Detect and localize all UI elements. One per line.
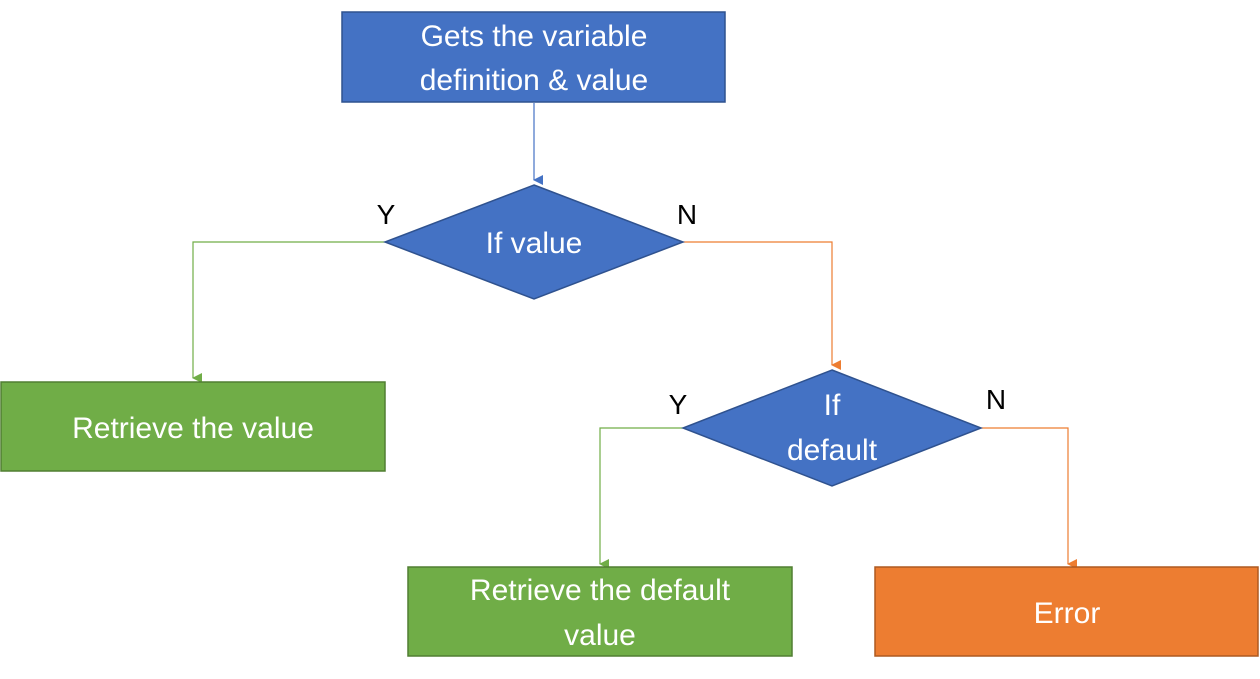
decision-if-default: If default <box>680 369 984 487</box>
retrieve-value-label: Retrieve the value <box>72 412 314 445</box>
edge-if-default-yes <box>599 427 683 569</box>
edge-label-if-value-yes: Y <box>377 199 396 230</box>
decision-if-default-line-2: default <box>787 434 878 467</box>
start-node-line-1: Gets the variable <box>421 20 648 53</box>
edge-if-value-no <box>683 241 841 370</box>
start-node: Gets the variable definition & value <box>341 11 726 103</box>
edge-label-if-value-no: N <box>677 199 697 230</box>
start-node-line-2: definition & value <box>420 64 649 97</box>
retrieve-default-line-1: Retrieve the default <box>470 574 731 607</box>
decision-if-value: If value <box>382 184 686 300</box>
edge-label-if-default-yes: Y <box>669 389 688 420</box>
error-node: Error <box>874 566 1259 657</box>
error-label: Error <box>1034 597 1101 630</box>
decision-if-value-label: If value <box>486 227 583 260</box>
retrieve-default-node: Retrieve the default value <box>407 566 793 657</box>
edge-if-value-yes <box>192 241 385 383</box>
edge-label-if-default-no: N <box>986 384 1006 415</box>
edge-if-default-no <box>981 427 1077 569</box>
retrieve-value-node: Retrieve the value <box>0 381 386 472</box>
retrieve-default-line-2: value <box>564 619 636 652</box>
decision-if-default-line-1: If <box>824 389 841 422</box>
